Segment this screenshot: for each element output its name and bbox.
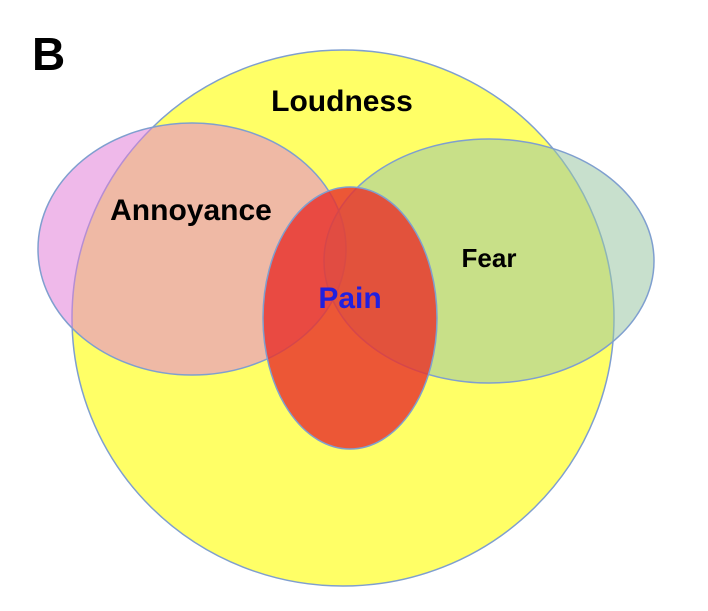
pain-ellipse [262, 186, 438, 450]
loudness-label: Loudness [271, 85, 413, 118]
fear-label: Fear [462, 243, 517, 273]
annoyance-label: Annoyance [110, 194, 272, 227]
pain-label: Pain [318, 282, 381, 315]
panel-label: B [32, 28, 65, 80]
